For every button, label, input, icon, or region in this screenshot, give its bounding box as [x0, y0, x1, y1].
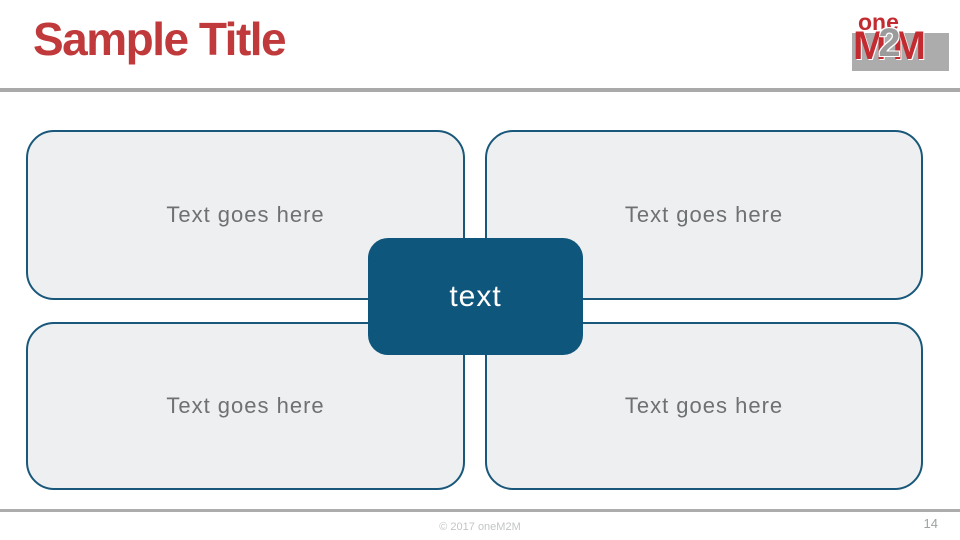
onem2m-logo: one M2M — [852, 10, 949, 78]
diagram-box-label: Text goes here — [624, 393, 784, 418]
diagram-center-box: text — [368, 238, 583, 355]
logo-m2m-text: M2M — [853, 23, 926, 68]
footer-divider-line — [0, 509, 960, 512]
logo-digit-two: 2 — [878, 21, 900, 65]
logo-m-right: M — [892, 24, 926, 68]
diagram-center-label: text — [449, 279, 502, 313]
diagram-box-label: Text goes here — [624, 202, 784, 227]
header-divider-line — [0, 88, 960, 92]
diagram-box-label: Text goes here — [166, 393, 325, 418]
logo-gray-bar — [852, 33, 949, 71]
logo-word-one: one — [858, 9, 899, 35]
slide-title: Sample Title — [33, 13, 287, 65]
footer-copyright: © 2017 oneM2M — [439, 521, 521, 533]
diagram-box-label: Text goes here — [166, 202, 325, 227]
logo-m-left: M — [853, 24, 886, 68]
page-number: 14 — [923, 516, 938, 531]
